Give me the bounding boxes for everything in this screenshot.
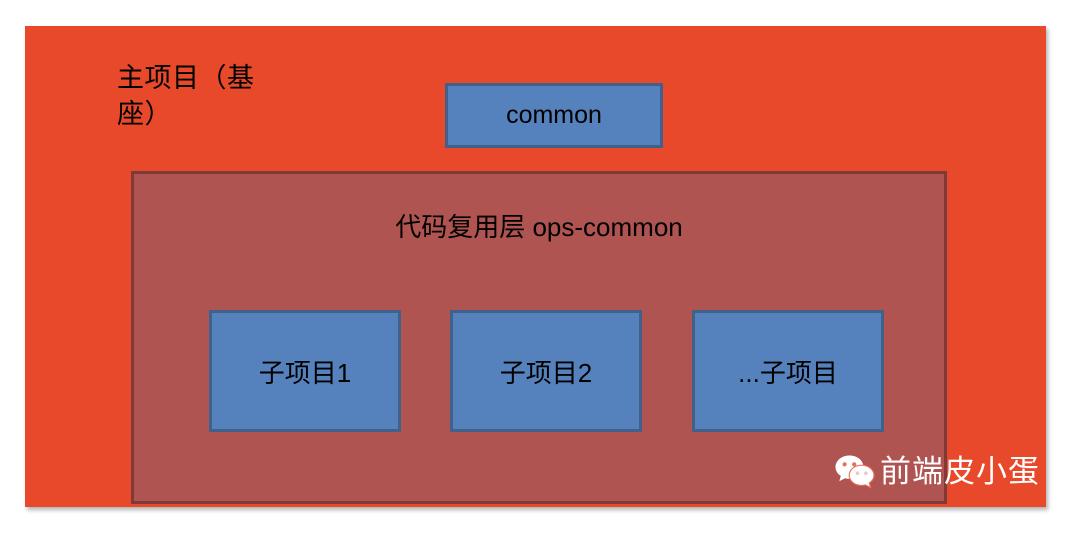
- common-module-label: common: [506, 101, 602, 129]
- subproject-box-1: 子项目1: [209, 310, 401, 432]
- subproject-label-3: ...子项目: [738, 357, 838, 388]
- wechat-icon: [835, 455, 875, 489]
- subproject-box-3: ...子项目: [692, 310, 884, 432]
- common-module-box: common: [445, 83, 663, 148]
- subproject-label-1: 子项目1: [258, 357, 352, 388]
- code-reuse-layer-panel: 代码复用层 ops-common 子项目1 子项目2 ...子项目: [131, 171, 947, 504]
- subproject-label-2: 子项目2: [499, 357, 593, 388]
- code-reuse-layer-title: 代码复用层 ops-common: [395, 212, 683, 242]
- subproject-box-2: 子项目2: [450, 310, 642, 432]
- main-project-container: 主项目（基 座） common 代码复用层 ops-common 子项目1 子项…: [25, 26, 1046, 507]
- main-project-title: 主项目（基 座）: [117, 63, 255, 129]
- wechat-watermark-text: 前端皮小蛋: [880, 454, 1040, 489]
- wechat-watermark: 前端皮小蛋: [826, 449, 1046, 495]
